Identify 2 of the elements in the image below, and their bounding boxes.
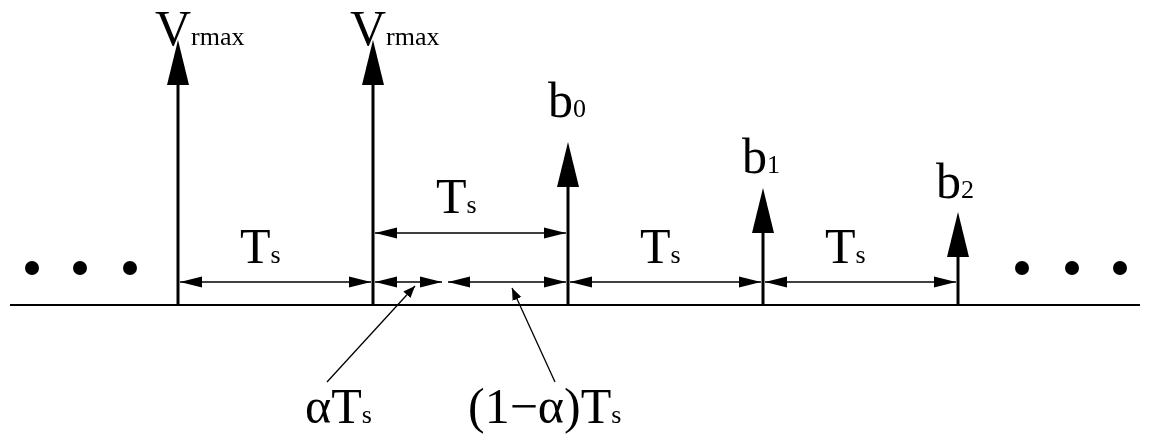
leader-line <box>326 285 416 383</box>
leader-line <box>511 287 556 383</box>
